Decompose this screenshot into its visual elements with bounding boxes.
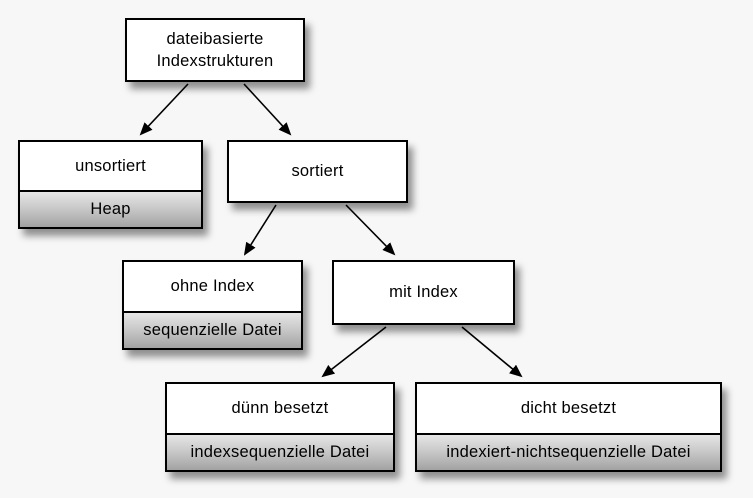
node-dicht-besetzt: dicht besetzt indexiert-nichtsequenziell… <box>415 382 722 472</box>
node-duenn-besetzt: dünn besetzt indexsequenzielle Datei <box>165 382 395 472</box>
node-root: dateibasierte Indexstrukturen <box>125 18 305 82</box>
node-ohne-index: ohne Index sequenzielle Datei <box>122 260 303 350</box>
node-duenn-besetzt-label: dünn besetzt <box>167 384 393 433</box>
node-dicht-besetzt-sublabel: indexiert-nichtsequenzielle Datei <box>417 433 720 470</box>
node-unsortiert: unsortiert Heap <box>18 140 203 229</box>
node-sortiert-label: sortiert <box>229 142 406 201</box>
node-ohne-index-label: ohne Index <box>124 262 301 311</box>
node-mit-index-label: mit Index <box>334 262 513 323</box>
node-sortiert: sortiert <box>227 140 408 203</box>
node-duenn-besetzt-sublabel: indexsequenzielle Datei <box>167 433 393 470</box>
edge-mit-index-duenn-besetzt <box>321 326 387 378</box>
node-dicht-besetzt-label: dicht besetzt <box>417 384 720 433</box>
node-root-label-line1: dateibasierte <box>166 29 264 48</box>
node-unsortiert-sublabel: Heap <box>20 190 201 227</box>
edge-mit-index-dicht-besetzt <box>461 326 523 378</box>
node-mit-index: mit Index <box>332 260 515 325</box>
node-root-label: dateibasierte Indexstrukturen <box>127 20 303 80</box>
edge-sortiert-mit-index <box>345 204 396 256</box>
edge-root-sortiert <box>243 83 292 136</box>
node-ohne-index-sublabel: sequenzielle Datei <box>124 311 301 348</box>
node-root-label-line2: Indexstrukturen <box>156 52 274 70</box>
edge-root-unsortiert <box>139 83 189 136</box>
edge-sortiert-ohne-index <box>243 204 277 256</box>
node-unsortiert-label: unsortiert <box>20 142 201 190</box>
